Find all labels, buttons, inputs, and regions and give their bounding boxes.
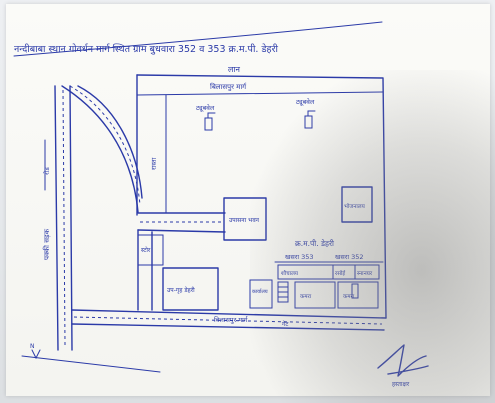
- small-room: [137, 234, 164, 266]
- tubewell-1-pipe: [207, 112, 216, 119]
- room-c-label: स्नानघर: [357, 271, 373, 277]
- tubewell-1-label: ट्यूबवेल: [196, 104, 215, 112]
- room-b-label: रसोई: [335, 270, 346, 277]
- stair-a-steps: [277, 286, 289, 298]
- small-room-label: स्टोर: [141, 246, 151, 254]
- ap-box: [162, 267, 219, 311]
- central-block: [223, 197, 267, 241]
- main-road-centerline: [62, 89, 66, 346]
- room-d-label: कार्यालय: [252, 288, 268, 295]
- khasra-352-label: खसरा 352: [335, 253, 364, 261]
- north-boundary-label: बिलासपुर मार्ग: [210, 82, 247, 91]
- signature-label: हस्ताक्षर: [392, 381, 410, 388]
- room-e-label: कमरा: [300, 294, 312, 300]
- survey-title: क्र.म.पी. डेहरी: [295, 239, 335, 248]
- curved-road-centerline: [69, 85, 141, 206]
- road-left-label: पक्की सड़क: [42, 228, 51, 260]
- central-block-label: उपासना भवन: [229, 217, 260, 224]
- room-a-label: शौचालय: [281, 270, 299, 277]
- gate-label: गेट: [282, 320, 289, 328]
- tubewell-2-pipe: [307, 110, 316, 117]
- heading-underline: [13, 21, 383, 57]
- room-f: [337, 281, 379, 309]
- curved-road-edge-inner: [77, 85, 143, 199]
- paper-sheet: [6, 4, 490, 396]
- bottom-road-label: बिलासपुर मार्ग: [214, 316, 249, 324]
- property-boundary-top-right: [136, 74, 387, 319]
- stair-b: [351, 283, 359, 299]
- room-e: [294, 281, 336, 309]
- north-inner-line: [136, 91, 384, 96]
- road-left-marker: रोड: [43, 167, 51, 175]
- top-area-label: लान: [228, 65, 240, 74]
- tubewell-1-icon: [204, 117, 213, 131]
- curved-road-edge-outer: [61, 85, 139, 213]
- scale-line: [21, 355, 161, 373]
- room-d: [249, 279, 273, 309]
- signature-scribble: [377, 344, 429, 377]
- north-marker: N: [30, 343, 35, 350]
- bottom-road-bottom: [71, 323, 385, 331]
- room-c: [354, 264, 380, 280]
- right-block: [341, 186, 373, 223]
- room-f-label: कमरा: [343, 294, 355, 300]
- tubewell-2-label: ट्यूबवेल: [296, 98, 315, 106]
- khasra-353-label: खसरा 353: [285, 253, 314, 261]
- tubewell-2-icon: [304, 115, 313, 129]
- ap-box-label: उप-गृह डेहरी: [167, 286, 195, 294]
- right-block-label: भोजनालय: [344, 203, 366, 210]
- internal-road-bottom: [137, 229, 226, 233]
- bottom-road-top: [71, 309, 387, 319]
- main-road-right-edge: [69, 85, 73, 351]
- main-road-left-edge: [54, 85, 59, 351]
- north-arrow: [31, 349, 41, 360]
- document-heading: नन्दीबाबा स्थान गोवर्धन मार्ग स्थित ग्रा…: [14, 43, 278, 55]
- left-strip-label: रास्ता: [150, 157, 158, 170]
